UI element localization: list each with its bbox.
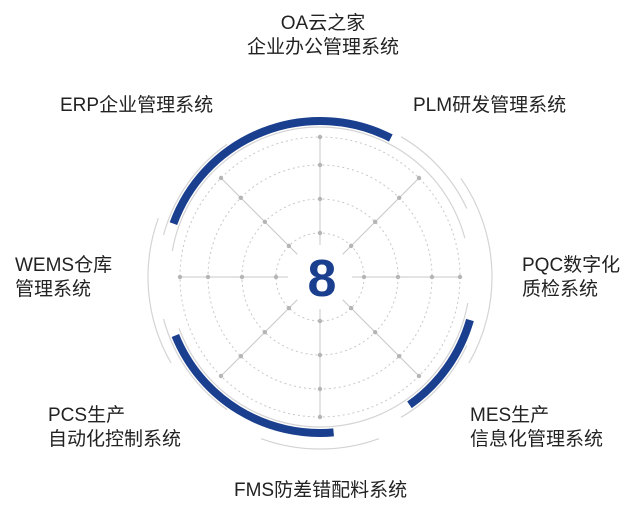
outer-ring-segment-6	[162, 143, 228, 236]
label-erp: ERP企业管理系统	[60, 94, 213, 118]
spoke-node-2-2	[372, 219, 378, 225]
accent-arc-1	[169, 117, 393, 226]
outer-ring-segment-8	[260, 438, 380, 450]
label-pqc-line-1: PQC数字化	[522, 255, 621, 276]
spoke-node-6-4	[218, 373, 224, 379]
spoke-8	[220, 177, 300, 257]
label-plm-line-1: PLM研发管理系统	[413, 95, 567, 116]
accent-arcs	[169, 117, 474, 437]
outer-ring-segment-2	[178, 302, 469, 428]
spoke-node-8-2	[262, 219, 268, 225]
spoke-node-4-1	[348, 305, 354, 311]
label-pqc: PQC数字化 质检系统	[522, 254, 620, 302]
accent-arc-2	[407, 318, 474, 409]
outer-rings	[147, 126, 493, 450]
spoke-node-1-3	[317, 162, 323, 168]
spoke-node-7-4	[177, 274, 183, 280]
spoke-node-2-3	[396, 195, 402, 201]
label-oa-line-2: 企业办公管理系统	[246, 37, 399, 58]
accent-arc-3	[171, 333, 334, 437]
label-oa: OA云之家 企业办公管理系统	[238, 12, 408, 60]
spoke-node-7-2	[239, 274, 245, 280]
label-pqc-line-2: 质检系统	[522, 279, 599, 300]
spoke-node-4-3	[396, 353, 402, 359]
label-mes: MES生产 信息化管理系统	[470, 404, 603, 452]
label-fms-line-1: FMS防差错配料系统	[234, 480, 408, 501]
label-wems: WEMS仓库 管理系统	[15, 254, 112, 302]
spoke-node-6-1	[286, 305, 292, 311]
spoke-node-6-3	[238, 353, 244, 359]
spokes	[180, 137, 460, 417]
outer-ring-segment-1	[171, 126, 466, 252]
spoke-6	[220, 297, 300, 377]
label-wems-line-2: 管理系统	[15, 279, 92, 300]
label-erp-line-1: ERP企业管理系统	[60, 95, 214, 116]
spoke-node-7-1	[273, 274, 279, 280]
spoke-node-3-3	[429, 274, 435, 280]
outer-ring-segment-9	[147, 217, 172, 364]
spoke-node-8-4	[218, 175, 224, 181]
system-count: 8	[307, 250, 337, 308]
spoke-node-3-1	[361, 274, 367, 280]
outer-ring-segment-5	[162, 318, 228, 411]
spoke-node-3-4	[457, 274, 463, 280]
spoke-node-1-1	[317, 230, 323, 236]
spoke-nodes	[177, 134, 463, 420]
spoke-node-4-4	[416, 373, 422, 379]
label-pcs-line-1: PCS生产	[48, 405, 126, 426]
outer-ring-segment-3	[400, 136, 468, 209]
label-pcs-line-2: 自动化控制系统	[48, 429, 182, 450]
outer-ring-segment-4	[400, 345, 468, 418]
outer-ring-segment-7	[460, 177, 493, 364]
label-wems-line-1: WEMS仓库	[15, 255, 113, 276]
spoke-2	[340, 177, 420, 257]
spoke-node-5-2	[317, 352, 323, 358]
spoke-node-8-3	[238, 195, 244, 201]
spoke-node-4-2	[372, 329, 378, 335]
spoke-node-6-2	[262, 329, 268, 335]
label-fms: FMS防差错配料系统	[234, 479, 407, 503]
spoke-node-2-1	[348, 243, 354, 249]
spoke-node-7-3	[205, 274, 211, 280]
label-mes-line-1: MES生产	[470, 405, 550, 426]
spoke-node-1-2	[317, 196, 323, 202]
spoke-4	[340, 297, 420, 377]
spoke-node-5-1	[317, 318, 323, 324]
label-oa-line-1: OA云之家	[280, 13, 366, 34]
label-pcs: PCS生产 自动化控制系统	[48, 404, 181, 452]
spoke-node-8-1	[286, 243, 292, 249]
spoke-node-2-4	[416, 175, 422, 181]
spoke-node-1-4	[317, 134, 323, 140]
label-mes-line-2: 信息化管理系统	[470, 429, 604, 450]
spoke-node-3-2	[395, 274, 401, 280]
spoke-node-5-3	[317, 386, 323, 392]
center-disc	[288, 245, 352, 309]
label-plm: PLM研发管理系统	[413, 94, 566, 118]
spoke-node-5-4	[317, 414, 323, 420]
